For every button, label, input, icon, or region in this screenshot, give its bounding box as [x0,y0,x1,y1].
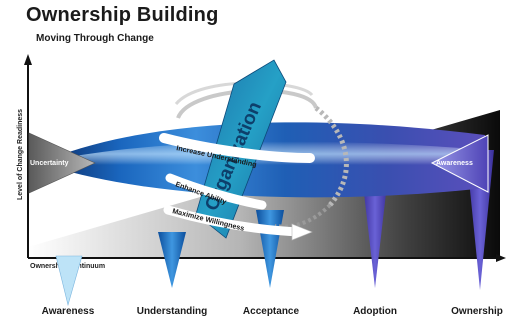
stage-label-ownership: Ownership [451,306,503,317]
uncertainty-cone [28,132,96,194]
awareness-cone [430,134,489,193]
stage-label-understanding: Understanding [137,306,208,317]
y-axis [24,54,32,258]
x-axis [28,254,506,262]
diagram-subtitle: Moving Through Change [36,33,154,44]
stage-cone-understanding [158,232,186,288]
uncertainty-label: Uncertainty [30,160,69,167]
stage-label-adoption: Adoption [353,306,397,317]
y-axis-label: Level of Change Readiness [17,109,24,200]
stage-cone-adoption [362,176,388,288]
stage-label-awareness: Awareness [42,306,95,317]
awareness-cone-label: Awareness [436,160,473,167]
stage-cone-awareness [55,255,83,307]
diagram-title: Ownership Building [26,4,219,26]
stage-label-acceptance: Acceptance [243,306,300,317]
